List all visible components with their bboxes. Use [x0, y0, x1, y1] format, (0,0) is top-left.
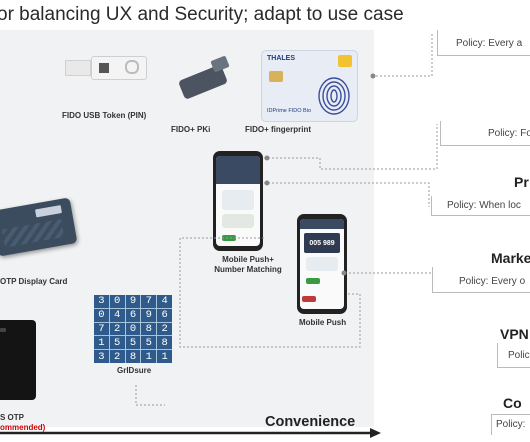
fido-fingerprint-card-image: THALES IDPrime FIDO Bio — [261, 50, 358, 122]
grid-digit: 1 — [141, 350, 157, 363]
category-6-name: Co — [503, 395, 522, 411]
grid-digit: 8 — [157, 336, 172, 350]
category-4-policy: Policy: Every o — [459, 276, 526, 287]
push-code: 005 989 — [304, 233, 340, 253]
convenience-axis-label: Convenience — [265, 414, 356, 430]
connector-line — [264, 182, 430, 207]
grid-digit: 1 — [94, 336, 109, 350]
category-1-policy: Policy: Every a — [456, 38, 523, 49]
grid-digit: 2 — [109, 350, 125, 363]
grid-digit: 7 — [94, 322, 109, 336]
grid-digit: 5 — [125, 336, 141, 350]
grid-digit: 4 — [109, 308, 125, 322]
grid-digit: 8 — [141, 322, 157, 336]
grid-digit: 3 — [94, 295, 109, 308]
mobile-push-phone-image: 005 989 — [297, 214, 347, 314]
connector-line — [376, 33, 433, 77]
grid-digit: 6 — [125, 308, 141, 322]
connector-line — [179, 237, 361, 348]
category-5-name: VPN — [500, 326, 529, 342]
gridsure-caption: GrIDsure — [117, 366, 152, 375]
fido-fingerprint-caption: FIDO+ fingerprint — [245, 125, 311, 134]
category-box-3 — [431, 196, 530, 216]
category-4-name: Marke — [491, 250, 530, 266]
grid-digit: 5 — [109, 336, 125, 350]
category-6-policy: Policy: — [496, 419, 526, 430]
sms-otp-phone-image — [0, 320, 36, 400]
grid-digit: 1 — [157, 350, 172, 363]
fido-usb-caption: FIDO USB Token (PIN) — [62, 111, 147, 120]
category-box-2 — [440, 121, 530, 146]
mobile-push-number-phone-image — [213, 151, 263, 251]
grid-digit: 0 — [94, 308, 109, 322]
connector-line — [135, 385, 165, 406]
sms-otp-caption: S OTP — [0, 413, 25, 422]
fido-pki-caption: FIDO+ PKi — [171, 125, 211, 134]
grid-digit: 0 — [125, 322, 141, 336]
category-3-name: Pr — [514, 174, 529, 190]
push-number-caption: Mobile Push+ Number Matching — [214, 255, 282, 274]
grid-digit: 0 — [109, 295, 125, 308]
push-caption: Mobile Push — [299, 318, 347, 327]
grid-digit: 6 — [157, 308, 172, 322]
otp-card-caption: OTP Display Card — [0, 277, 68, 286]
grid-digit: 7 — [141, 295, 157, 308]
category-box-1 — [437, 30, 530, 56]
connector-line — [264, 124, 438, 170]
category-5-policy: Polic — [508, 350, 530, 361]
grid-digit: 3 — [94, 350, 109, 363]
grid-digit: 9 — [125, 295, 141, 308]
category-2-policy: Policy: Fo — [488, 128, 530, 139]
page-title: or balancing UX and Security; adapt to u… — [0, 4, 404, 25]
category-box-5 — [497, 343, 530, 368]
category-box-6 — [491, 414, 530, 435]
fido-logo-icon — [338, 55, 352, 67]
fingerprint-icon — [318, 77, 350, 115]
grid-digit: 4 — [157, 295, 172, 308]
category-box-4 — [432, 267, 530, 293]
fido-card-product: IDPrime FIDO Bio — [267, 108, 312, 114]
chip-icon — [269, 71, 283, 82]
grid-digit: 2 — [157, 322, 172, 336]
fido-card-brand: THALES — [267, 55, 295, 62]
grid-digit: 2 — [109, 322, 125, 336]
sms-otp-note: ommended) — [0, 423, 46, 432]
grid-digit: 9 — [141, 308, 157, 322]
category-3-policy: Policy: When loc — [447, 200, 521, 211]
grid-digit: 8 — [125, 350, 141, 363]
grid-digit: 5 — [141, 336, 157, 350]
